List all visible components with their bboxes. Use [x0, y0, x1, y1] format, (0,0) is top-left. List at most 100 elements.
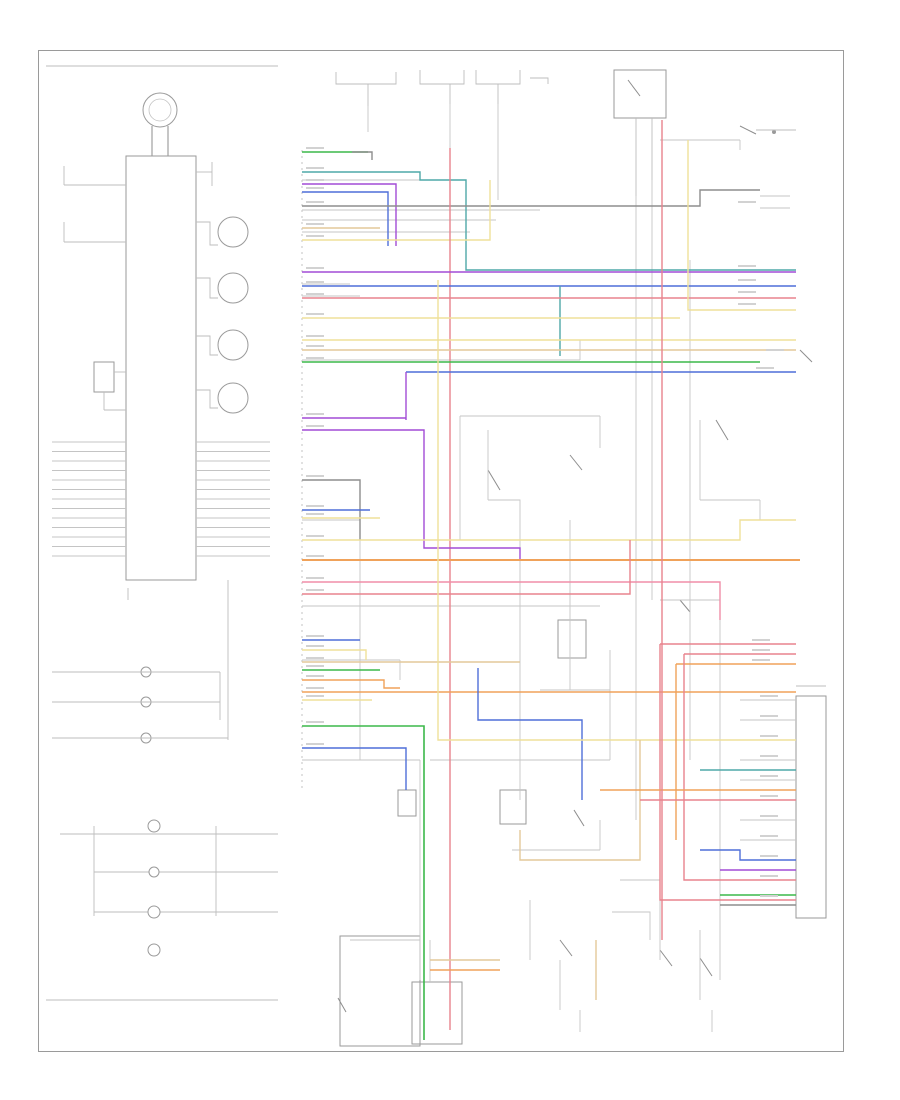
- wire-label-tick: [306, 555, 324, 557]
- speedometer-gauge-icon: [142, 92, 178, 128]
- wire-label-tick: [306, 425, 324, 427]
- control-module-box: [795, 695, 827, 919]
- wire-label-tick: [760, 855, 778, 857]
- tachometer-gauge-icon: [217, 329, 249, 361]
- wire-label-tick: [738, 265, 756, 267]
- wire-label-tick: [306, 201, 324, 203]
- ground-wire: [612, 911, 651, 940]
- blue-wire: [302, 191, 389, 246]
- wire-label-tick: [738, 303, 756, 305]
- wire-label-tick: [306, 687, 324, 689]
- wire-label-tick: [306, 313, 324, 315]
- wire-label-tick: [306, 589, 324, 591]
- tan-wire: [519, 740, 641, 861]
- wire-label-tick: [760, 795, 778, 797]
- wire-label-tick: [306, 665, 324, 667]
- wire-label-tick: [306, 743, 324, 745]
- wire-label-tick: [306, 281, 324, 283]
- wire-label-tick: [306, 167, 324, 169]
- blue-wire: [700, 849, 796, 861]
- fuel-gauge-icon: [217, 216, 249, 248]
- wire-label-tick: [306, 475, 324, 477]
- instrument-cluster-box: [125, 155, 197, 581]
- wire-label-tick: [760, 715, 778, 717]
- wire-label-tick: [306, 267, 324, 269]
- wire-label-tick: [738, 201, 756, 203]
- wire-label-tick: [306, 577, 324, 579]
- wire-label-tick: [306, 695, 324, 697]
- fuse-block-icon: [335, 70, 549, 106]
- yellow-wire: [302, 180, 491, 241]
- wire-label-tick: [306, 675, 324, 677]
- red-wire: [302, 540, 631, 595]
- switch-housing: [339, 935, 421, 1047]
- wire-label-tick: [752, 659, 770, 661]
- wire-label-tick: [760, 775, 778, 777]
- indicator-lamps: [52, 666, 228, 744]
- wire-label-tick: [756, 367, 774, 369]
- wire-label-tick: [760, 815, 778, 817]
- diagram-frame: [38, 50, 844, 1052]
- green-wire: [302, 725, 425, 1040]
- wire-label-tick: [306, 345, 324, 347]
- wire-label-tick: [306, 635, 324, 637]
- wire-label-tick: [752, 639, 770, 641]
- wire-label-tick: [306, 505, 324, 507]
- yellow-wire: [302, 649, 367, 660]
- purple-wire: [302, 183, 397, 246]
- wire-label-tick: [760, 735, 778, 737]
- wire-label-tick: [752, 649, 770, 651]
- orange-wire: [302, 679, 400, 689]
- wire-label-tick: [760, 835, 778, 837]
- ground-wire: [488, 499, 521, 520]
- purple-wire: [302, 429, 521, 560]
- sensor-box-icon: [93, 361, 115, 393]
- wiring-panel: [301, 69, 827, 1047]
- oil-pressure-gauge-icon: [217, 382, 249, 414]
- blue-wire: [302, 747, 407, 790]
- switch-icons: [337, 349, 813, 1013]
- wire-label-tick: [760, 895, 778, 897]
- wire-label-tick: [306, 721, 324, 723]
- yellow-wire: [687, 140, 796, 311]
- wire-label-tick: [306, 657, 324, 659]
- red-wire: [659, 644, 796, 901]
- wire-label-tick: [738, 279, 756, 281]
- cluster-right-pins: [196, 441, 270, 557]
- yellow-wire: [437, 280, 796, 741]
- sensor-box-icon: [557, 619, 587, 659]
- instrument-cluster-panel: [46, 65, 278, 1001]
- cluster-left-pins: [52, 441, 126, 557]
- teal-wire: [302, 171, 796, 271]
- wire-label-tick: [306, 357, 324, 359]
- wire-label-tick: [306, 413, 324, 415]
- pink-wire: [302, 581, 721, 620]
- yellow-wire: [302, 519, 796, 541]
- wire-label-tick: [760, 875, 778, 877]
- wire-label-tick: [306, 223, 324, 225]
- relay-box-icon: [613, 69, 667, 119]
- wire-label-tick: [306, 513, 324, 515]
- wire-label-tick: [306, 335, 324, 337]
- sensor-box-icon: [499, 789, 527, 825]
- wire-label-tick: [738, 291, 756, 293]
- wire-label-tick: [766, 349, 784, 351]
- wire-label-tick: [306, 293, 324, 295]
- gray-signal-wire: [302, 479, 361, 540]
- blue-wire: [477, 668, 583, 800]
- wire-label-tick: [306, 235, 324, 237]
- wire-label-tick: [306, 645, 324, 647]
- wire-label-tick: [306, 187, 324, 189]
- wire-label-tick: [306, 147, 324, 149]
- wire-label-tick: [306, 535, 324, 537]
- wire-label-tick: [306, 179, 324, 181]
- gray-signal-wire: [302, 189, 760, 207]
- gray-signal-wire: [352, 151, 373, 160]
- warning-lamps: [60, 819, 278, 957]
- red-wire: [683, 654, 796, 881]
- sensor-box-icon: [397, 789, 417, 817]
- wire-label-tick: [760, 755, 778, 757]
- wire-label-tick: [760, 695, 778, 697]
- temperature-gauge-icon: [217, 272, 249, 304]
